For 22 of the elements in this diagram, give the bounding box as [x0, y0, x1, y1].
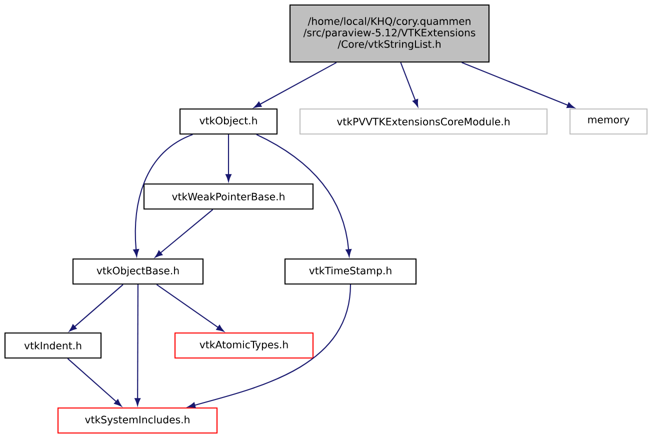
arrow	[256, 134, 352, 257]
header-file-box: vtkAtomicTypes.h	[174, 332, 314, 359]
arrow	[254, 62, 337, 108]
arrow	[67, 358, 122, 406]
header-file-box: vtkObject.h	[179, 108, 278, 135]
arrow	[400, 62, 418, 107]
arrow	[226, 134, 232, 182]
external-header-box: memory	[569, 108, 648, 135]
source-file-box: /home/local/KHQ/cory.quammen /src/paraview-5.12/VTKExtensions /Core/vtkStringList.h	[289, 4, 490, 63]
arrow	[156, 284, 224, 332]
arrow	[154, 209, 214, 258]
arrow	[69, 284, 124, 332]
external-header-box: vtkPVVTKExtensionsCoreModule.h	[299, 108, 548, 135]
arrow	[134, 284, 141, 406]
header-file-box: vtkSystemIncludes.h	[57, 407, 218, 434]
arrow	[462, 62, 574, 108]
arrow	[133, 134, 193, 257]
header-file-box: vtkTimeStamp.h	[284, 258, 417, 285]
header-file-box: vtkWeakPointerBase.h	[143, 183, 314, 210]
header-file-box: vtkIndent.h	[4, 332, 102, 359]
arrow	[188, 284, 352, 408]
header-file-box: vtkObjectBase.h	[72, 258, 204, 285]
